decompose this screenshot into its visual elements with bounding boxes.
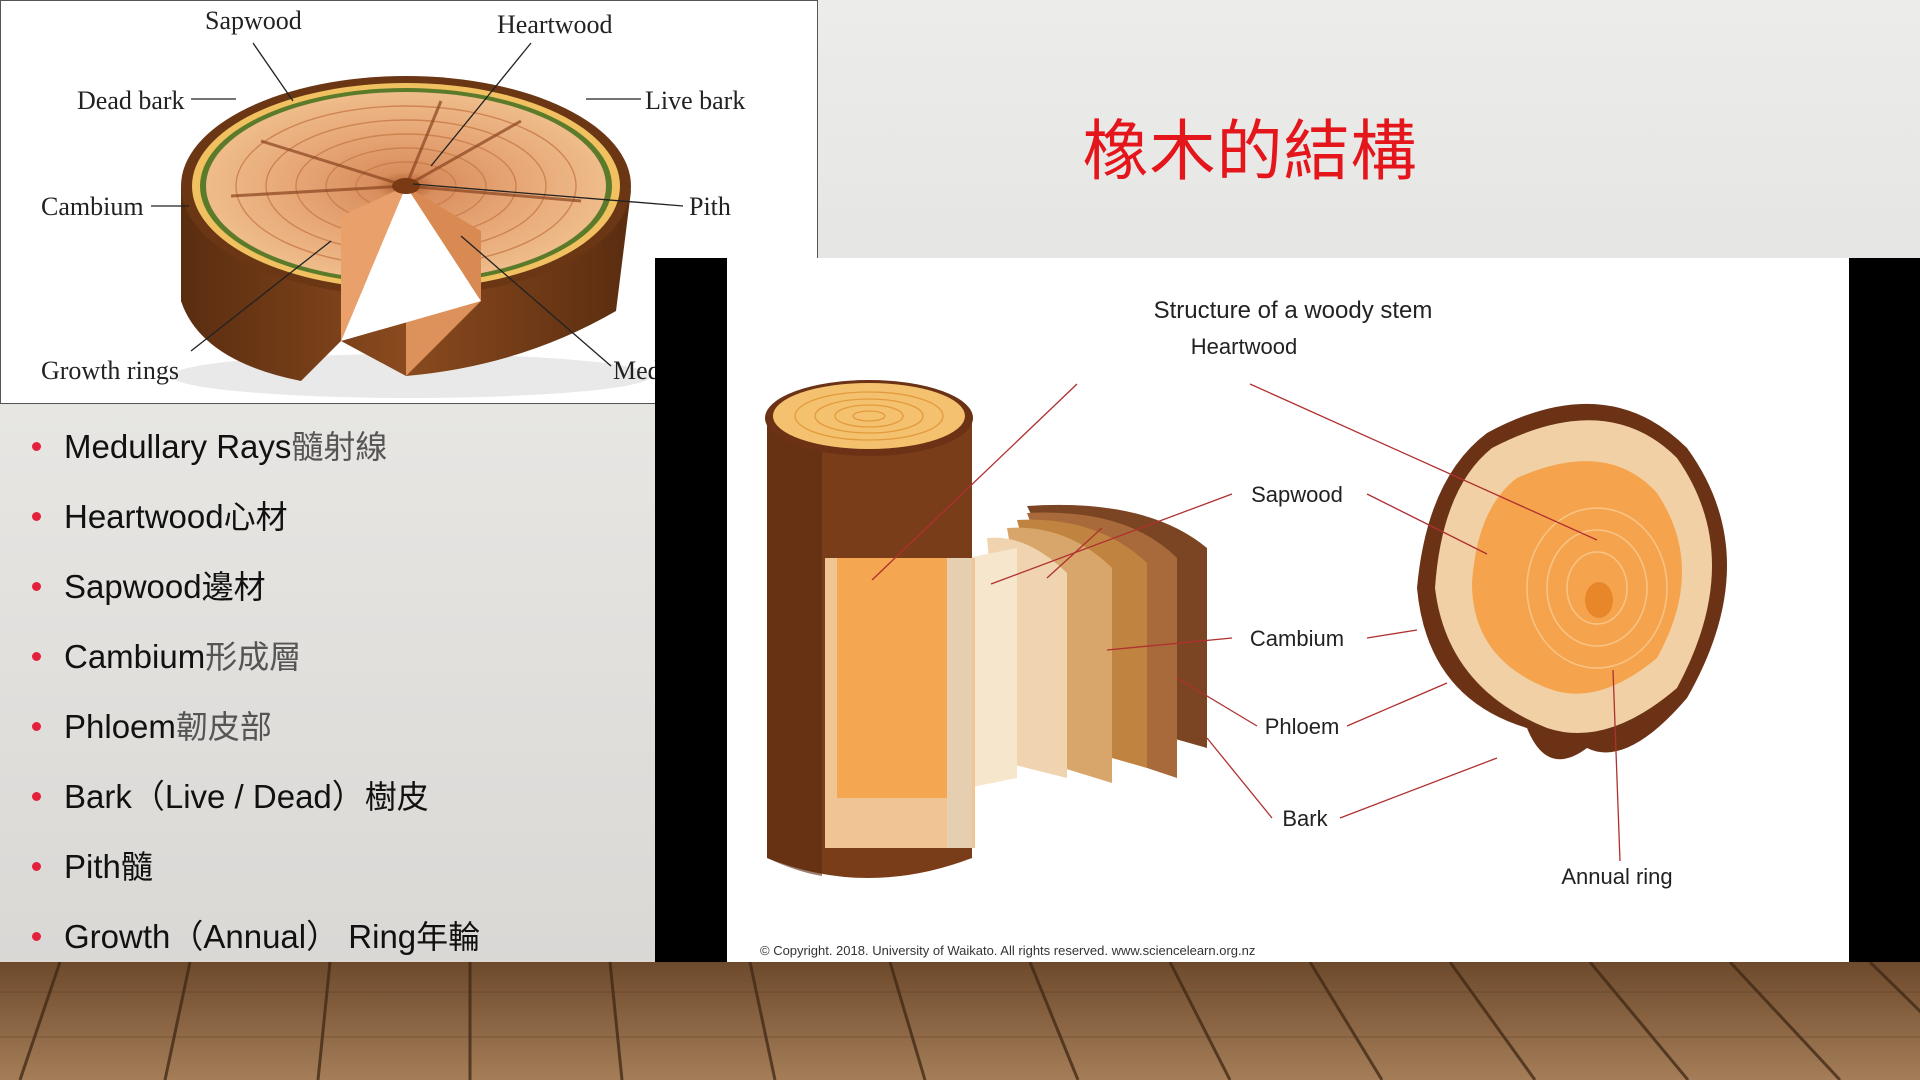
bullet-zh: 心材: [223, 498, 288, 536]
woody-stem-figure: Structure of a woody stem: [727, 258, 1849, 972]
bullet-zh: 韌皮部: [175, 708, 272, 746]
bullet-dot: [32, 932, 41, 941]
stem-label-bark: Bark: [1282, 806, 1328, 831]
bullet-dot: [32, 722, 41, 731]
label-sapwood: Sapwood: [205, 6, 302, 35]
list-item: Pith髓: [28, 845, 480, 915]
stem-diagram-title: Structure of a woody stem: [1154, 297, 1433, 324]
label-pith: Pith: [689, 192, 731, 221]
bullet-list-panel: Medullary Rays髓射線 Heartwood心材 Sapwood邊材 …: [0, 405, 655, 963]
woody-stem-illustration: Structure of a woody stem: [760, 297, 1727, 958]
bullet-en: Heartwood: [64, 498, 224, 535]
list-item: Phloem韌皮部: [28, 705, 480, 775]
bullet-dot: [32, 582, 41, 591]
stem-label-heartwood: Heartwood: [1191, 334, 1297, 359]
bullet-zh: 樹皮: [364, 778, 429, 816]
bullet-dot: [32, 512, 41, 521]
list-item: Growth（Annual） Ring年輪: [28, 915, 480, 985]
label-heartwood: Heartwood: [497, 10, 613, 39]
bullet-en: Pith: [64, 848, 121, 885]
label-dead-bark: Dead bark: [77, 86, 185, 115]
label-cambium: Cambium: [41, 192, 144, 221]
stem-label-sapwood: Sapwood: [1251, 482, 1343, 507]
bullet-list: Medullary Rays髓射線 Heartwood心材 Sapwood邊材 …: [28, 425, 480, 985]
bullet-zh: 邊材: [201, 568, 266, 606]
stem-label-phloem: Phloem: [1265, 714, 1340, 739]
list-item: Cambium形成層: [28, 635, 480, 705]
bullet-en: Medullary Rays: [64, 428, 292, 465]
stem-label-cambium: Cambium: [1250, 626, 1344, 651]
tree-cross-section-illustration: Sapwood Heartwood Dead bark Live bark Ca…: [41, 6, 771, 398]
list-item: Sapwood邊材: [28, 565, 480, 635]
bullet-zh: 形成層: [205, 638, 302, 676]
bullet-en: Growth（Annual） Ring: [64, 918, 417, 955]
stem-copyright: © Copyright. 2018. University of Waikato…: [760, 943, 1255, 958]
wooden-floor-background: [0, 962, 1920, 1080]
label-live-bark: Live bark: [645, 86, 745, 115]
bullet-zh: 髓: [120, 848, 153, 886]
bullet-en: Sapwood: [64, 568, 202, 605]
slide-title: 橡木的結構: [1082, 113, 1418, 190]
list-item: Bark（Live / Dead）樹皮: [28, 775, 480, 845]
stem-label-annual-ring: Annual ring: [1561, 864, 1672, 889]
bullet-dot: [32, 792, 41, 801]
list-item: Heartwood心材: [28, 495, 480, 565]
bullet-en: Bark（Live / Dead）: [64, 778, 365, 815]
label-growth-rings: Growth rings: [41, 356, 179, 385]
tree-cross-section-figure: Sapwood Heartwood Dead bark Live bark Ca…: [0, 0, 818, 404]
bullet-zh: 年輪: [416, 918, 481, 956]
bullet-en: Phloem: [64, 708, 176, 745]
bullet-en: Cambium: [64, 638, 206, 675]
bullet-dot: [32, 652, 41, 661]
bullet-dot: [32, 442, 41, 451]
bullet-zh: 髓射線: [291, 428, 388, 466]
list-item: Medullary Rays髓射線: [28, 425, 480, 495]
bullet-dot: [32, 862, 41, 871]
